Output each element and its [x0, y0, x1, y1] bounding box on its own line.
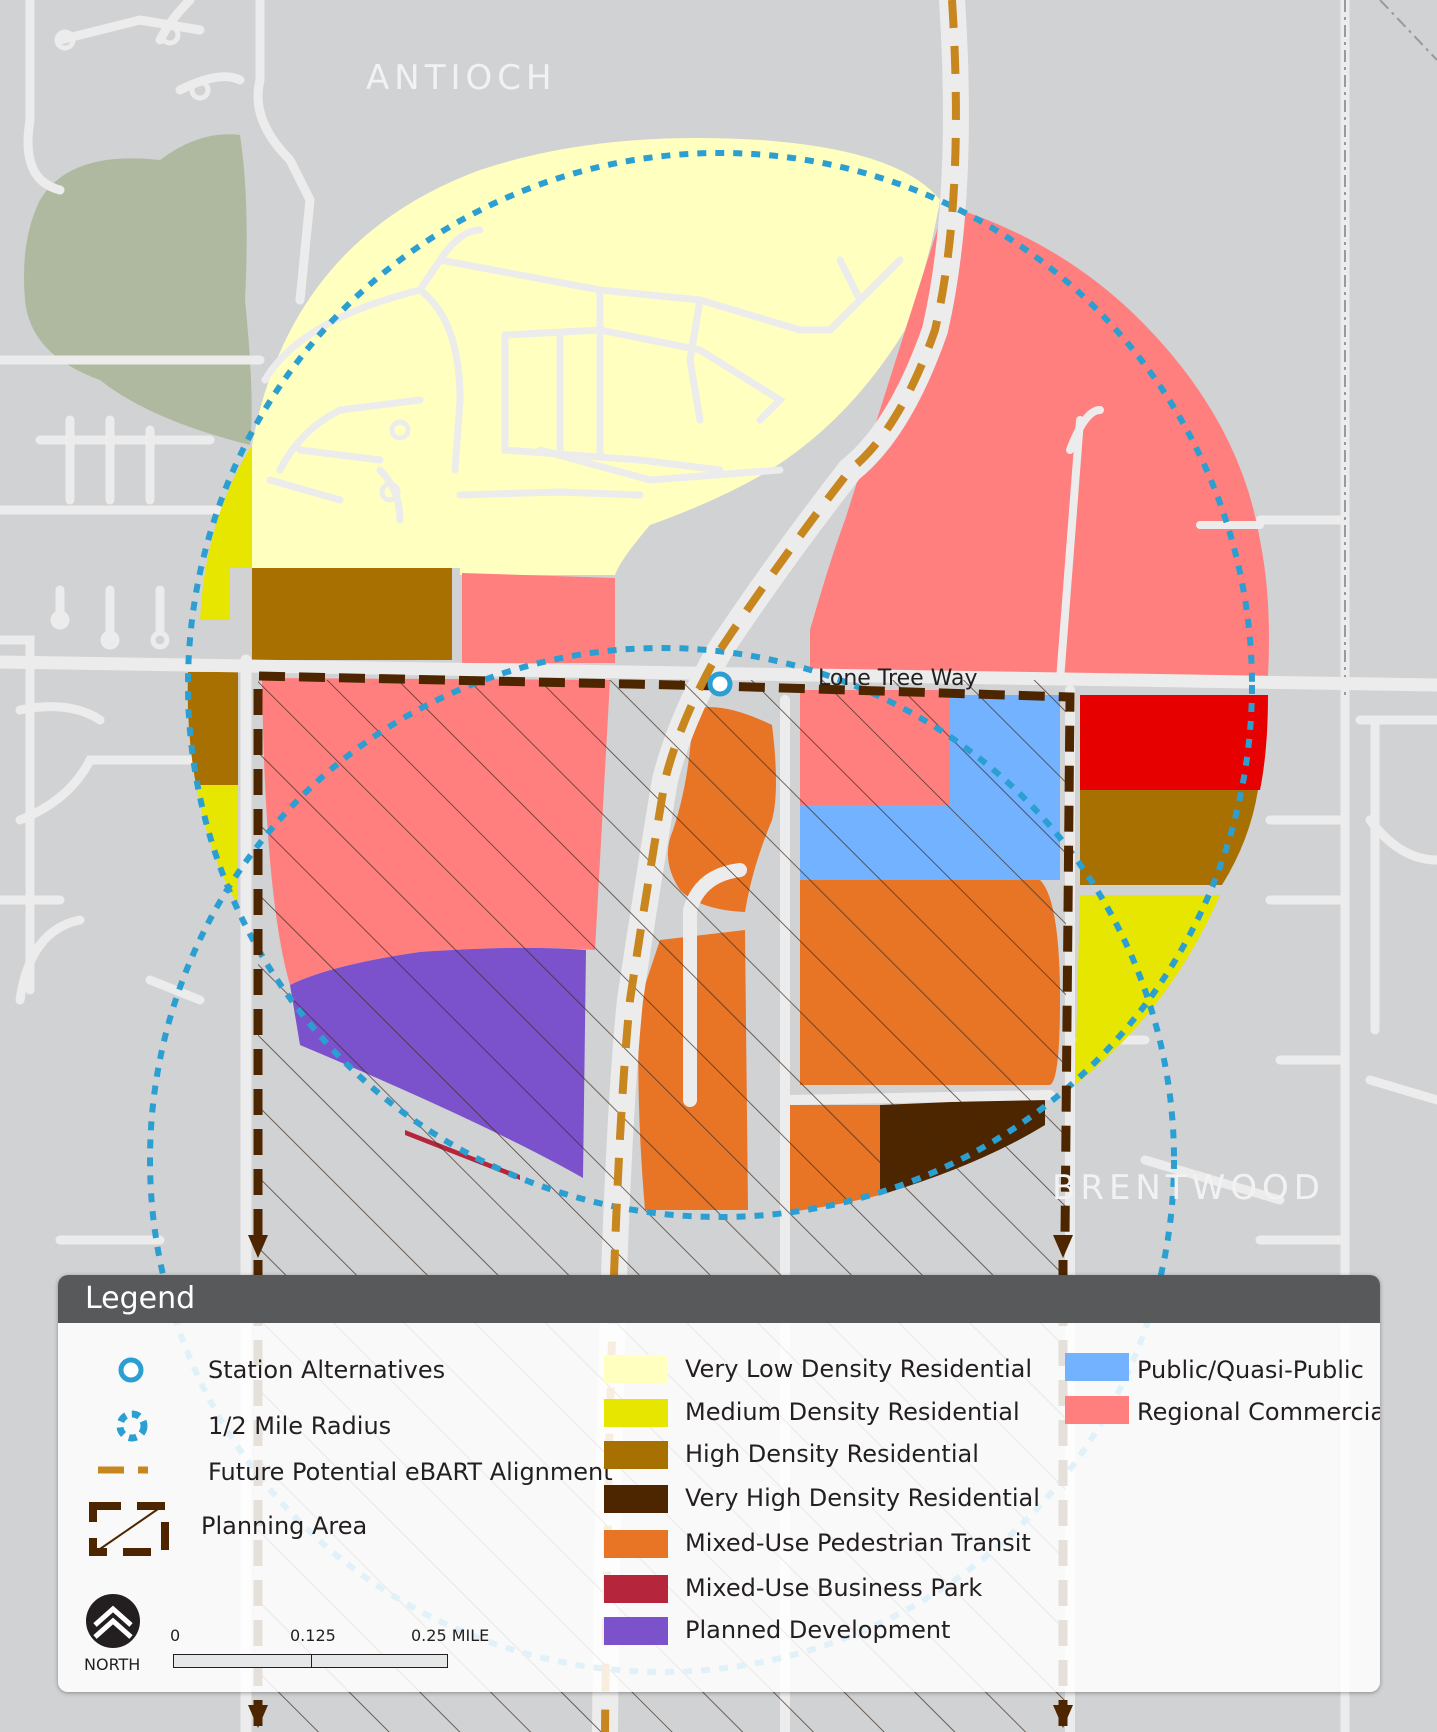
scale-tick-label: 0 [170, 1626, 181, 1645]
station-alternative-marker[interactable] [707, 671, 733, 697]
legend-land-use-label: Very Low Density Residential [685, 1355, 1032, 1383]
parcel-high-density-residential-north [252, 568, 452, 660]
swatch-regional-commercial [1065, 1396, 1129, 1424]
legend-land-use-label: Regional Commercial [1137, 1398, 1380, 1426]
legend-title: Legend [58, 1275, 1380, 1323]
parcel-high-density-residential-west [187, 672, 238, 785]
legend-panel: Legend Station Alternatives 1/2 Mile Rad… [58, 1275, 1380, 1692]
parcel-medium-density-residential-west-south [196, 785, 238, 905]
half-mile-radius-rings [147, 150, 1255, 1675]
place-label-antioch: ANTIOCH [366, 58, 557, 98]
legend-symbol-label: Station Alternatives [208, 1356, 446, 1384]
legend-land-use-label: Mixed-Use Pedestrian Transit [685, 1529, 1031, 1557]
swatch-very-high-density-residential [604, 1485, 668, 1513]
legend-land-use-label: Medium Density Residential [685, 1398, 1020, 1426]
north-arrow-icon [86, 1594, 140, 1648]
swatch-mixed-use-business-park [604, 1575, 668, 1603]
parcel-high-density-residential-east [1080, 790, 1258, 885]
swatch-high-density-residential [604, 1441, 668, 1469]
legend-land-use-label: High Density Residential [685, 1440, 979, 1468]
parcel-very-low-density-residential [252, 138, 940, 575]
dotted-radius-icon [116, 1410, 148, 1442]
swatch-very-low-density-residential [604, 1355, 668, 1383]
ebart-alignment [601, 0, 960, 1732]
station-circle-icon [118, 1357, 144, 1383]
park-area [24, 134, 252, 445]
parcel-medium-density-residential-west [200, 445, 252, 620]
legend-land-use-label: Public/Quasi-Public [1137, 1356, 1364, 1384]
residential-roads [261, 226, 904, 524]
legend-symbol-label: Future Potential eBART Alignment [208, 1458, 613, 1486]
dashed-alignment-icon [98, 1466, 168, 1474]
legend-land-use-label: Mixed-Use Business Park [685, 1574, 983, 1602]
legend-symbol-label: Planning Area [201, 1512, 368, 1540]
street-label-lone-tree-way: Lone Tree Way [818, 666, 977, 691]
scale-bar [173, 1654, 448, 1668]
parcel-mixed-use-retail [1080, 695, 1268, 790]
legend-land-use-label: Planned Development [685, 1616, 951, 1644]
parcel-regional-commercial-north [462, 573, 615, 663]
swatch-planned-development [604, 1617, 668, 1645]
place-label-brentwood: BRENTWOOD [1052, 1168, 1325, 1208]
hatched-box-icon [89, 1502, 169, 1556]
swatch-public-quasi-public [1065, 1353, 1129, 1381]
swatch-medium-density-residential [604, 1399, 668, 1427]
scale-tick-label: 0.25 MILE [411, 1626, 490, 1645]
north-label: NORTH [84, 1655, 141, 1674]
swatch-mixed-use-pedestrian-transit [604, 1530, 668, 1558]
scale-tick-label: 0.125 [290, 1626, 336, 1645]
scale-bar-divider [311, 1655, 312, 1667]
legend-land-use-label: Very High Density Residential [685, 1484, 1040, 1512]
legend-symbol-label: 1/2 Mile Radius [208, 1412, 392, 1440]
